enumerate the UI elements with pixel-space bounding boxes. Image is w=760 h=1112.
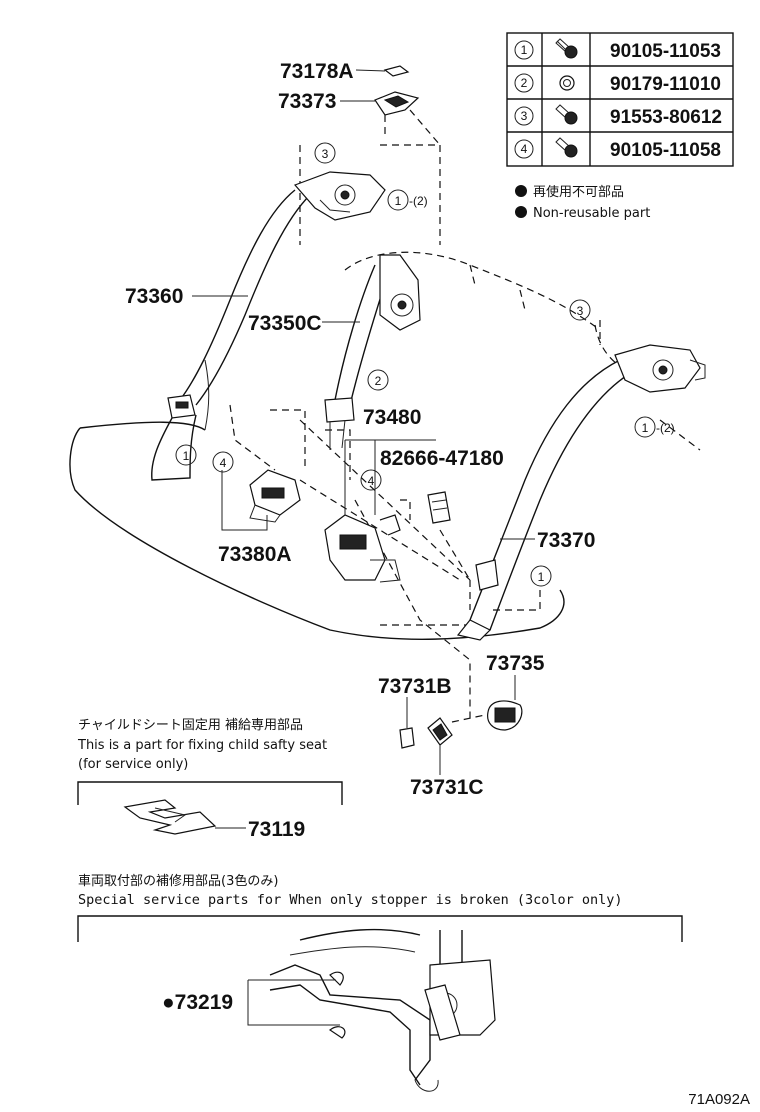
seat-cushion [69, 359, 565, 640]
label-73735: 73735 [486, 652, 545, 675]
label-73373: 73373 [278, 90, 336, 113]
callout-label: 3 [577, 304, 584, 318]
special-service-section: 車両取付部の補修用部品(3色のみ) Special service parts … [77, 873, 683, 1092]
label-73480: 73480 [363, 406, 421, 429]
retractor-top-right [614, 344, 706, 393]
fastener-index: 1 [521, 43, 528, 57]
index-circle [514, 40, 534, 60]
nut-icon [559, 75, 575, 91]
child-seat-note-ja: チャイルドシート固定用 補給専用部品 [78, 718, 303, 733]
flange-bolt-icon [555, 137, 578, 158]
label-82666-47180: 82666-47180 [380, 447, 504, 470]
fastener-row-3: 3 91553-80612 [514, 104, 722, 128]
fastener-part-number: 90105-11053 [610, 41, 721, 62]
callout-label: 1 [642, 421, 649, 435]
callout-label: 3 [322, 147, 329, 161]
non-reusable-dot-icon [515, 206, 527, 218]
fastener-callouts: 3 1 -(2) 2 3 1 -(2) 1 4 4 1 [175, 142, 675, 587]
callout-label: 1 [395, 194, 402, 208]
tongue-plate-center [324, 397, 355, 450]
part-73370 [456, 344, 706, 641]
label-73380A: 73380A [218, 543, 292, 566]
index-circle [514, 73, 534, 93]
fastener-index: 4 [521, 142, 528, 156]
flange-bolt-icon [555, 38, 578, 59]
figure-reference: 71A092A [688, 1091, 750, 1108]
belt-mount-closeup [247, 928, 496, 1092]
label-73350C: 73350C [248, 312, 322, 335]
label-73370: 73370 [537, 529, 595, 552]
label-73731C: 73731C [410, 776, 484, 799]
fastener-index: 3 [521, 109, 528, 123]
tongue-plate-right [475, 559, 499, 591]
fastener-index: 2 [521, 76, 528, 90]
part-73350C [322, 254, 421, 450]
special-service-note-ja: 車両取付部の補修用部品(3色のみ) [78, 873, 278, 889]
child-seat-section: チャイルドシート固定用 補給専用部品 This is a part for fi… [77, 718, 343, 841]
callout-label-suffix: -(2) [409, 194, 428, 208]
part-73380A [221, 469, 301, 531]
callout-label: 2 [375, 374, 382, 388]
callout-label: 4 [220, 456, 227, 470]
retractor-center [379, 254, 421, 331]
label-73119: 73119 [248, 818, 305, 841]
part-73178A [355, 65, 410, 77]
legend: 再使用不可部品 Non-reusable part [515, 184, 650, 221]
fastener-part-number: 91553-80612 [610, 107, 722, 128]
fastener-part-number: 90179-11010 [610, 74, 721, 95]
label-73360: 73360 [125, 285, 183, 308]
part-73735 [487, 675, 523, 731]
legend-ja: 再使用不可部品 [533, 184, 624, 200]
part-73731B [399, 697, 415, 749]
fastener-row-2: 2 90179-11010 [514, 73, 721, 95]
callout-label: 4 [368, 474, 375, 488]
part-73731C [427, 714, 486, 775]
part-73360 [151, 171, 386, 481]
non-reusable-dot-icon [515, 185, 527, 197]
tongue-plate-left [167, 394, 196, 419]
callout-label: 1 [183, 449, 190, 463]
label-73219: ●73219 [162, 991, 233, 1014]
part-82666-47180 [427, 491, 451, 524]
legend-en: Non-reusable part [533, 206, 650, 221]
label-73178A: 73178A [280, 60, 354, 83]
label-73731B: 73731B [378, 675, 452, 698]
callout-label-suffix: -(2) [656, 421, 675, 435]
seat-outline [229, 144, 701, 720]
fastener-part-number: 90105-11058 [610, 140, 721, 161]
part-labels: 73178A 73373 73360 73350C 73480 82666-47… [125, 60, 595, 799]
special-service-note-en: Special service parts for When only stop… [78, 892, 623, 908]
child-seat-note-service: (for service only) [78, 757, 188, 772]
index-circle [514, 106, 534, 126]
fastener-table: 1 90105-11053 2 90179-11010 3 9 [506, 32, 734, 167]
child-seat-note-en: This is a part for fixing child safty se… [77, 738, 327, 753]
index-circle [514, 139, 534, 159]
fastener-row-4: 4 90105-11058 [514, 137, 721, 161]
part-73119 [123, 799, 246, 835]
retractor-top-left [293, 171, 386, 221]
flange-bolt-icon [555, 104, 578, 125]
part-73373 [340, 91, 441, 146]
callout-label: 1 [538, 570, 545, 584]
fastener-row-1: 1 90105-11053 [514, 38, 721, 62]
part-73480 [324, 439, 436, 583]
